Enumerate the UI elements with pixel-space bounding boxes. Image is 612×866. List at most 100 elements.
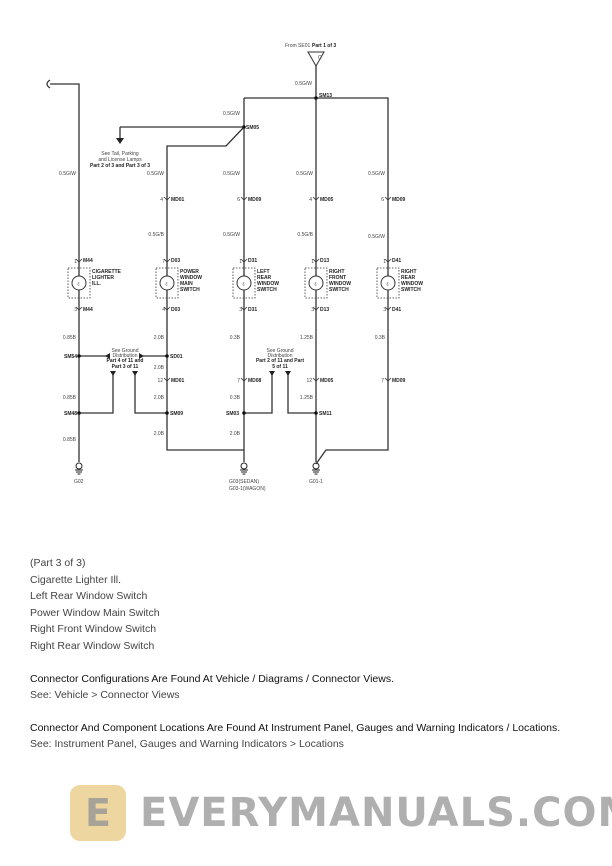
component-name: WINDOW (257, 281, 279, 287)
svg-text:Part 4 of 11 and: Part 4 of 11 and (107, 358, 144, 364)
connector-pin-icon (163, 196, 171, 201)
connector-label: MD01 (171, 378, 185, 384)
svg-text:0.5G/B: 0.5G/B (148, 232, 164, 238)
ground-g03-1: G03-1(WAGON) (229, 486, 266, 492)
component-name: MAIN (180, 281, 193, 287)
connector-pin-icon (312, 196, 320, 201)
arrow-markers (105, 138, 291, 376)
connector-label: D31 (248, 258, 257, 264)
see-ground-note-left: See Ground Distribution Part 4 of 11 and… (107, 348, 144, 370)
svg-text:0.5G/W: 0.5G/W (368, 171, 385, 177)
connector-pin-number: 3 (74, 307, 77, 313)
svg-text:0.5G/W: 0.5G/W (295, 81, 312, 87)
locations-link[interactable]: See: Instrument Panel, Gauges and Warnin… (30, 738, 344, 751)
svg-text:0.5G/W: 0.5G/W (368, 234, 385, 240)
component-box (304, 267, 328, 299)
component-name: CIGARETTE (92, 269, 122, 275)
connector-pin-icon (240, 258, 248, 263)
connector-label: D03 (171, 307, 180, 313)
svg-text:See Ground: See Ground (267, 348, 294, 354)
connector-pin-icon (240, 306, 248, 311)
connector-label: MD09 (392, 378, 406, 384)
component-name: SWITCH (329, 287, 349, 293)
connector-pin-number: 1 (311, 259, 314, 265)
part-label: (Part 3 of 3) (30, 557, 86, 569)
svg-text:2.0B: 2.0B (230, 431, 241, 437)
connector-pin-number: 3 (383, 307, 386, 313)
svg-text:0.5G/W: 0.5G/W (223, 232, 240, 238)
component-box (376, 267, 400, 299)
svg-text:0.3B: 0.3B (375, 335, 386, 341)
see-tail-note: See Tail, Parking and License Lamps Part… (90, 151, 150, 169)
connector-pin-number: 4 (160, 197, 163, 203)
from-connector-letter: C (318, 55, 322, 61)
connector-pin-number: 4 (162, 307, 165, 313)
svg-text:0.3B: 0.3B (230, 335, 241, 341)
connector-label: MD01 (171, 197, 185, 203)
svg-text:Part 2 of 11 and Part: Part 2 of 11 and Part (256, 358, 304, 364)
component-name: REAR (257, 275, 272, 281)
connector-label: MD09 (392, 197, 406, 203)
svg-text:1.25B: 1.25B (300, 335, 314, 341)
connector-pin-icon (384, 258, 392, 263)
svg-text:See Tail, Parking: See Tail, Parking (101, 151, 139, 157)
svg-text:and License Lamps: and License Lamps (98, 157, 142, 163)
switch-icon (159, 275, 175, 291)
connector-pin-icon (312, 377, 320, 382)
component-name: WINDOW (401, 281, 423, 287)
splice-sm11: SM11 (319, 411, 332, 417)
locations-heading: Connector And Component Locations Are Fo… (30, 721, 561, 734)
svg-text:0.85B: 0.85B (63, 437, 77, 443)
switch-symbol-icon: ε (78, 282, 81, 288)
svg-text:2.0B: 2.0B (154, 395, 165, 401)
component-item: Right Front Window Switch (30, 623, 157, 636)
svg-text:Distribution: Distribution (267, 353, 292, 359)
switch-icon (308, 275, 324, 291)
connector-pin-number: 6 (237, 197, 240, 203)
component-box (67, 267, 91, 299)
connector-pin-number: 3 (311, 307, 314, 313)
svg-text:See Ground: See Ground (112, 348, 139, 354)
connector-label: D03 (171, 258, 180, 264)
connector-config-link[interactable]: See: Vehicle > Connector Views (30, 689, 180, 702)
connector-label: MD08 (248, 378, 262, 384)
connector-pin-icon (240, 196, 248, 201)
splice-sm54: SM54 (64, 354, 77, 360)
switch-icon (236, 275, 252, 291)
component-name: WINDOW (329, 281, 351, 287)
svg-text:0.5G/B: 0.5G/B (297, 232, 313, 238)
component-name: WINDOW (180, 275, 202, 281)
connector-pin-icon (163, 306, 171, 311)
component-name: POWER (180, 269, 199, 275)
ground-g03: G03(SEDAN) (229, 479, 259, 485)
connector-pin-number: 1 (74, 259, 77, 265)
svg-text:0.5G/W: 0.5G/W (59, 171, 76, 177)
svg-text:Part 3 of 11: Part 3 of 11 (112, 364, 139, 370)
watermark-text: EVERYMANUALS.COM (140, 790, 612, 836)
component-name: ILL. (92, 281, 101, 287)
connector-pin-icon (75, 306, 83, 311)
from-connector-triangle-icon (307, 51, 325, 68)
switch-icon (71, 275, 87, 291)
connector-pin-number: 12 (306, 378, 312, 384)
connector-pin-number: 7 (381, 378, 384, 384)
connector-pin-number: 6 (381, 197, 384, 203)
connector-pin-icon (384, 306, 392, 311)
connector-pin-number: 4 (309, 197, 312, 203)
component-item: Right Rear Window Switch (30, 639, 155, 652)
splice-sm48: SM48 (64, 411, 77, 417)
connector-pin-number: 12 (157, 378, 163, 384)
from-label: From SE01 (285, 43, 311, 49)
connector-pin-icon (384, 377, 392, 382)
svg-text:1.25B: 1.25B (300, 395, 314, 401)
connector-pin-number: 3 (239, 307, 242, 313)
splice-sm09: SM09 (170, 411, 183, 417)
svg-text:Distribution: Distribution (112, 353, 137, 359)
svg-text:0.5G/W: 0.5G/W (147, 171, 164, 177)
wires (46, 66, 389, 465)
connector-label: M44 (83, 258, 93, 264)
svg-text:0.5G/W: 0.5G/W (223, 111, 240, 117)
svg-text:Part 2 of 3 and Part 3 of 3: Part 2 of 3 and Part 3 of 3 (90, 163, 150, 169)
connector-pin-icon (384, 196, 392, 201)
document-text: (Part 3 of 3) Cigarette Lighter Ill. Lef… (30, 555, 605, 753)
